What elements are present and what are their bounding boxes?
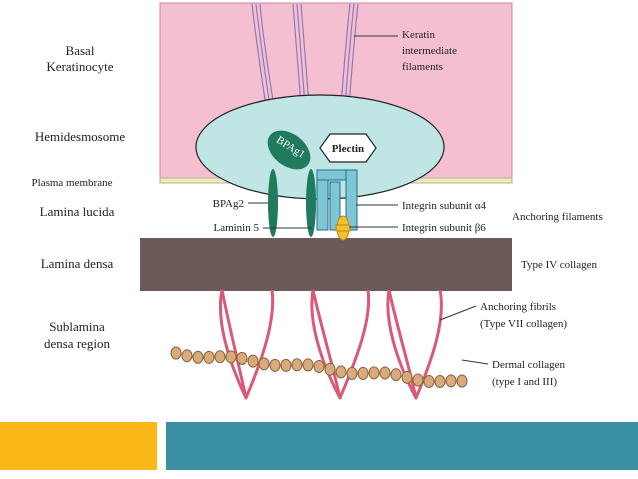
collagen-bead — [368, 366, 380, 380]
bpag2-label: BPAg2 — [213, 198, 244, 210]
integrin-beta6 — [335, 215, 351, 241]
collagen-bead — [181, 349, 193, 363]
lamina-densa-band — [140, 238, 512, 291]
integrin-a4-label: Integrin subunit α4 — [402, 200, 486, 212]
collagen-bead — [291, 358, 303, 372]
collagen-bead — [412, 373, 424, 387]
integrin-b6-label: Integrin subunit β6 — [402, 222, 486, 234]
lamina-densa-label: Lamina densa — [41, 256, 114, 271]
collagen-bead — [192, 350, 204, 364]
collagen-bead — [258, 357, 270, 371]
anchoring-filaments-label: Anchoring filaments — [512, 211, 603, 223]
integrin-alpha4 — [316, 169, 358, 231]
collagen-bead — [247, 354, 259, 368]
accent-bar-left — [0, 422, 157, 470]
basal-label-1: Basal — [66, 43, 95, 58]
basal-label-2: Keratinocyte — [46, 59, 113, 74]
collagen-bead — [335, 365, 347, 379]
anchoring-fibrils-label-1: Anchoring fibrils — [480, 301, 556, 313]
keratin-label-2: intermediate — [402, 45, 457, 57]
hemidesmosome-label: Hemidesmosome — [35, 129, 125, 144]
plectin-protein — [319, 133, 377, 163]
collagen-bead — [456, 374, 468, 388]
collagen-bead — [401, 370, 413, 384]
dermal-collagen-label-1: Dermal collagen — [492, 359, 565, 371]
keratin-label-1: Keratin — [402, 29, 435, 41]
lamina-lucida-label: Lamina lucida — [40, 204, 115, 219]
dermal-collagen-label-2: (type I and III) — [492, 376, 557, 388]
collagen-bead — [390, 368, 402, 382]
collagen-bead — [302, 358, 314, 372]
collagen-bead — [170, 346, 182, 360]
collagen-bead — [423, 374, 435, 388]
collagen-bead — [357, 366, 369, 380]
collagen-bead — [324, 362, 336, 376]
anchoring-fibrils — [218, 289, 443, 400]
bpag2-protein — [268, 169, 278, 237]
collagen-bead — [379, 366, 391, 380]
collagen-bead — [346, 366, 358, 380]
sublamina-label-2: densa region — [44, 336, 111, 351]
keratin-label-3: filaments — [402, 61, 443, 73]
collagen-bead — [225, 350, 237, 364]
collagen-bead — [313, 359, 325, 373]
collagen-bead — [445, 374, 457, 388]
anchoring-fibrils-label-2: (Type VII collagen) — [480, 318, 567, 330]
sublamina-label-1: Sublamina — [49, 319, 105, 334]
collagen-bead — [434, 374, 446, 388]
collagen-bead — [236, 351, 248, 365]
laminin5-label: Laminin 5 — [213, 222, 259, 234]
laminin5-protein — [306, 169, 316, 237]
dermal-collagen-chain — [170, 346, 468, 388]
collagen-bead — [280, 358, 292, 372]
collagen-bead — [203, 350, 215, 364]
accent-bar-right — [166, 422, 638, 470]
leader-lines — [248, 35, 489, 365]
collagen-bead — [214, 350, 226, 364]
bpag1-protein — [267, 130, 311, 170]
type-iv-collagen-label: Type IV collagen — [521, 259, 598, 271]
plectin-label: Plectin — [332, 143, 364, 155]
plasma-membrane-label: Plasma membrane — [32, 177, 113, 189]
collagen-bead — [269, 358, 281, 372]
